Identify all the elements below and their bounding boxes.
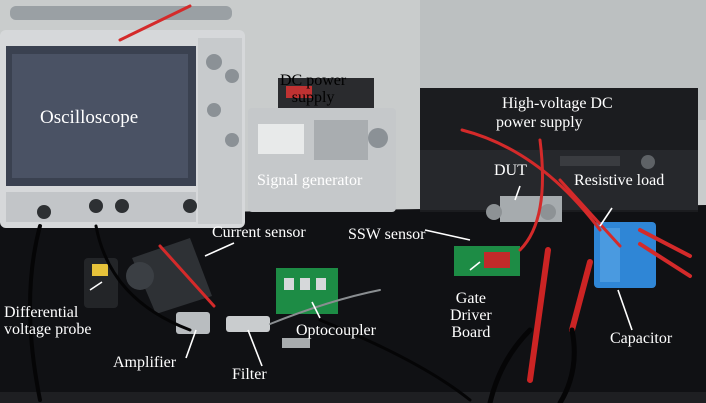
- differential-probe-tag: [92, 264, 108, 276]
- label-filter: Filter: [232, 366, 267, 383]
- oscilloscope-channel-3: [115, 199, 129, 213]
- cable-red-4: [638, 228, 692, 258]
- arrow-icon: [247, 329, 263, 367]
- label-gate-driver-line2: Driver: [450, 307, 492, 324]
- arrow-icon: [424, 229, 471, 241]
- arrow-icon: [514, 185, 521, 201]
- current-sensor-jaw: [126, 262, 154, 290]
- cable-red-5: [638, 242, 692, 278]
- oscilloscope-knob-3: [207, 103, 221, 117]
- label-capacitor: Capacitor: [610, 330, 673, 347]
- dut-post-2: [540, 204, 556, 220]
- oscilloscope-knob-2: [225, 69, 239, 83]
- cable-red-1: [118, 4, 192, 42]
- arrow-icon: [617, 289, 633, 331]
- annotation-arrows: [89, 185, 633, 367]
- dc-supply-display: [286, 86, 312, 98]
- filter-body: [226, 316, 270, 332]
- signal-generator-dial: [368, 128, 388, 148]
- optocoupler-board: [276, 268, 338, 314]
- cable-red-probe-2: [569, 259, 593, 333]
- label-differential-voltage-probe: Differential voltage probe: [4, 304, 92, 338]
- arrow-icon: [311, 301, 321, 319]
- label-ssw-sensor: SSW sensor: [348, 226, 426, 243]
- arrow-icon: [469, 261, 481, 271]
- label-dut: DUT: [494, 162, 527, 179]
- cable-red-sensor: [158, 244, 216, 308]
- cable-red-3: [518, 138, 544, 252]
- oscilloscope-device: [0, 6, 245, 228]
- optocoupler-chip-2: [300, 278, 310, 290]
- gate-driver-chip: [484, 252, 510, 268]
- cable-black-4: [487, 327, 533, 403]
- label-differential-probe-line2: voltage probe: [4, 321, 92, 338]
- label-dc-power-supply: DC power supply: [280, 72, 346, 106]
- cable-black-3: [318, 318, 472, 402]
- hv-supply-display: [560, 156, 620, 166]
- label-dc-power-supply-line2: supply: [291, 89, 335, 106]
- label-amplifier: Amplifier: [113, 354, 177, 371]
- cables: [28, 4, 692, 403]
- label-high-voltage-dc-line2: power supply: [496, 114, 583, 131]
- arrow-icon: [204, 242, 235, 257]
- signal-generator-keypad: [314, 120, 368, 160]
- oscilloscope-channel-4: [183, 199, 197, 213]
- label-signal-generator: Signal generator: [257, 172, 363, 189]
- oscilloscope-channel-2: [89, 199, 103, 213]
- label-high-voltage-dc-power-supply: High-voltage DC power supply: [496, 94, 613, 132]
- dut-post-1: [486, 204, 502, 220]
- label-gate-driver-line3: Board: [451, 324, 491, 341]
- arrow-icon: [599, 207, 613, 227]
- oscilloscope-channel-1: [37, 205, 51, 219]
- label-high-voltage-dc-line1: High-voltage DC: [502, 95, 613, 112]
- oscilloscope-handle: [10, 6, 232, 20]
- cable-black-2: [94, 224, 192, 332]
- amplifier-body: [176, 312, 210, 334]
- cable-black-1: [28, 224, 42, 402]
- label-optocoupler: Optocoupler: [296, 322, 376, 339]
- cable-red-probe-1: [527, 247, 551, 383]
- bench-edge: [0, 392, 706, 403]
- signal-generator-screen: [258, 124, 304, 154]
- arrow-icon: [89, 281, 103, 291]
- label-gate-driver-board: Gate Driver Board: [450, 290, 492, 341]
- optocoupler-chip-3: [316, 278, 326, 290]
- label-current-sensor: Current sensor: [212, 224, 306, 241]
- hv-supply-knob: [641, 155, 655, 169]
- cable-red-2: [460, 128, 602, 232]
- oscilloscope-screen-glare: [12, 54, 188, 178]
- oscilloscope-knob-4: [225, 133, 239, 147]
- arrow-icon: [185, 329, 197, 359]
- optocoupler-chip-1: [284, 278, 294, 290]
- oscilloscope-knob-1: [206, 54, 222, 70]
- current-sensor-body: [132, 238, 212, 314]
- label-dc-power-supply-line1: DC power: [280, 72, 347, 89]
- oscilloscope-panel: [198, 38, 242, 224]
- label-resistive-load: Resistive load: [574, 172, 665, 189]
- signal-generator-device: [248, 108, 396, 212]
- label-oscilloscope: Oscilloscope: [40, 107, 139, 128]
- label-differential-probe-line1: Differential: [4, 304, 79, 321]
- cable-grey: [269, 289, 381, 325]
- cable-red-6: [558, 178, 622, 248]
- cable-black-5: [557, 327, 577, 403]
- connector-tee: [282, 338, 310, 348]
- label-gate-driver-line1: Gate: [455, 290, 486, 307]
